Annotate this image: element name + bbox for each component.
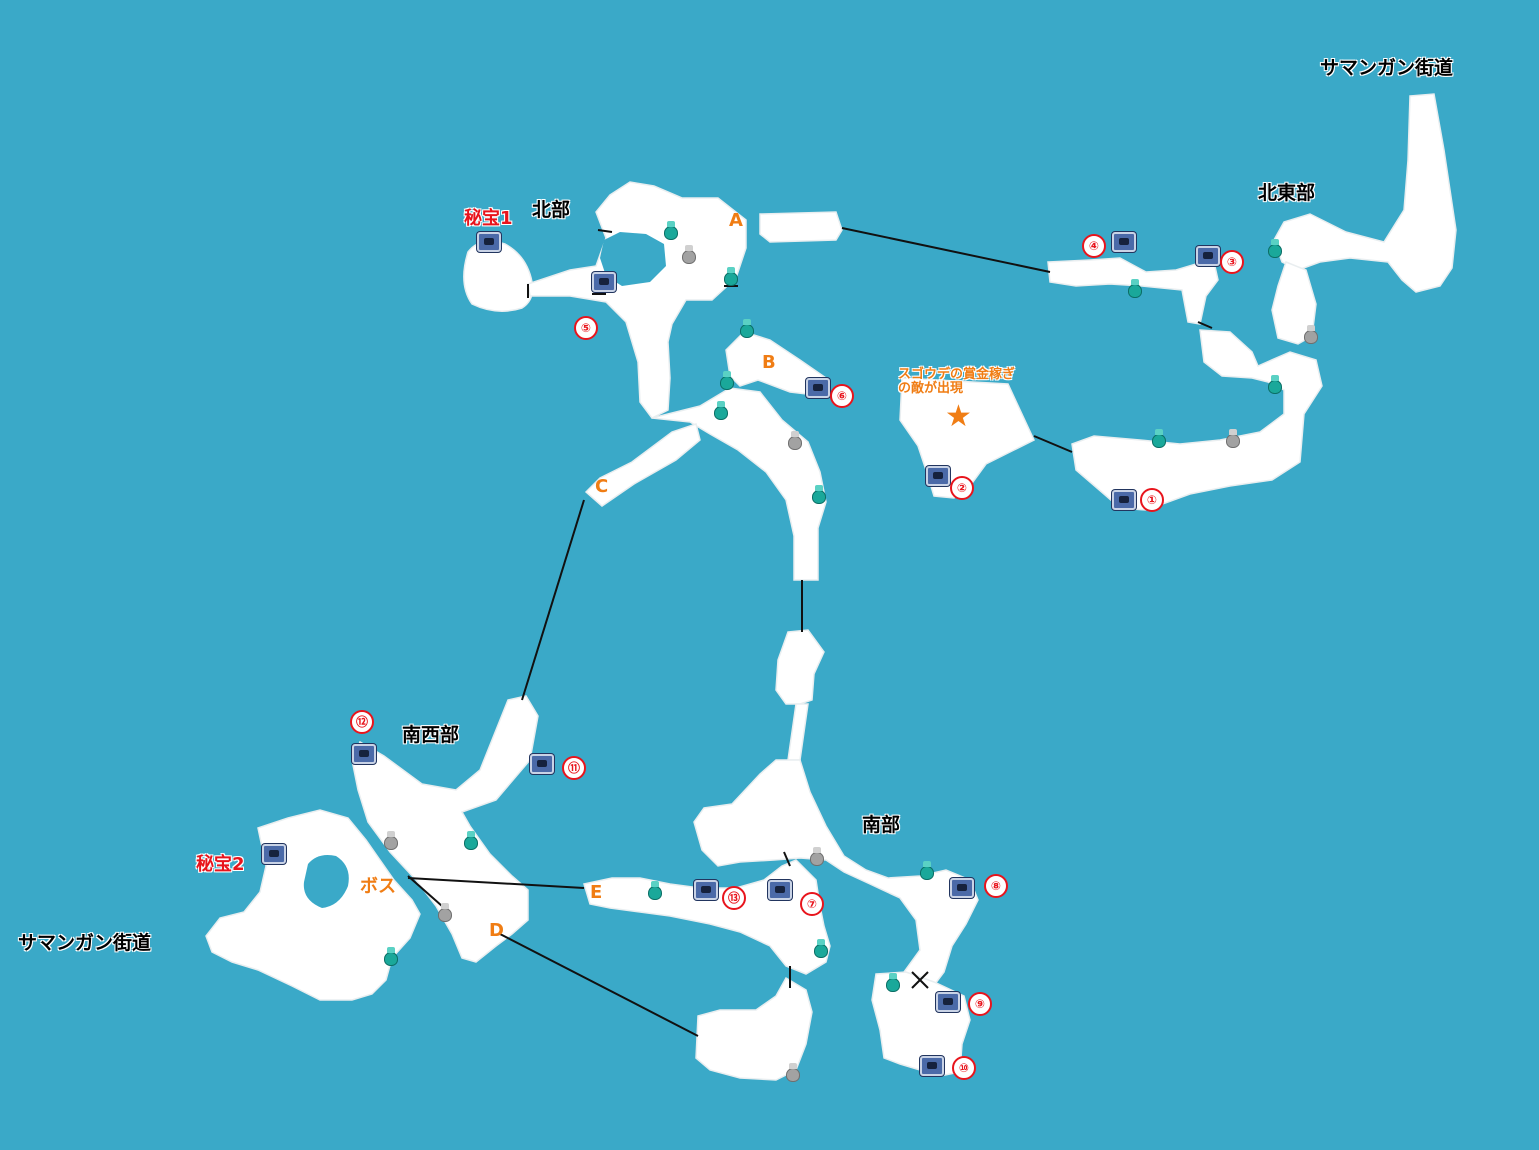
- treasure-chest-icon[interactable]: [1112, 490, 1136, 510]
- material-bag-icon[interactable]: [788, 431, 802, 450]
- herb-bag-icon[interactable]: [814, 939, 828, 958]
- herb-bag-icon[interactable]: [812, 485, 826, 504]
- exit-label-top-right[interactable]: サマンガン街道: [1320, 57, 1454, 79]
- herb-bag-icon[interactable]: [664, 221, 678, 240]
- map-connections: [407, 227, 1073, 1037]
- chest-number-5: ⑤: [574, 316, 598, 340]
- material-bag-icon[interactable]: [1226, 429, 1240, 448]
- herb-bag-icon[interactable]: [920, 861, 934, 880]
- treasure-chest-icon[interactable]: [936, 992, 960, 1012]
- herb-bag-icon[interactable]: [464, 831, 478, 850]
- land-north-passage: [527, 181, 747, 419]
- herb-bag-icon[interactable]: [1152, 429, 1166, 448]
- herb-bag-icon[interactable]: [1128, 279, 1142, 298]
- land-mid-vertical: [775, 629, 825, 705]
- connection-d-south: [499, 933, 699, 1037]
- connection-c-southwest: [521, 499, 585, 701]
- land-room-e-corridor: [583, 859, 831, 975]
- treasure-chest-icon[interactable]: [768, 880, 792, 900]
- chest-number-7: ⑦: [800, 892, 824, 916]
- connection-a-northeast: [841, 227, 1051, 273]
- boss-label: ボス: [360, 876, 396, 897]
- chest-number-9: ⑨: [968, 992, 992, 1016]
- chest-number-13: ⑬: [722, 886, 746, 910]
- bounty-note-line-1: スゴウデの賞金稼ぎ: [898, 367, 1016, 382]
- material-bag-icon[interactable]: [384, 831, 398, 850]
- chest-number-12: ⑫: [350, 710, 374, 734]
- material-bag-icon[interactable]: [682, 245, 696, 264]
- herb-bag-icon[interactable]: [886, 973, 900, 992]
- link-point-a: A: [729, 210, 743, 231]
- link-point-b: B: [762, 352, 776, 373]
- chest-number-11: ⑪: [562, 756, 586, 780]
- land-south-lower-room: [695, 976, 813, 1081]
- material-bag-icon[interactable]: [1304, 325, 1318, 344]
- treasure-chest-icon[interactable]: [530, 754, 554, 774]
- land-mid-neck: [787, 703, 809, 761]
- herb-bag-icon[interactable]: [384, 947, 398, 966]
- treasure-chest-icon[interactable]: [950, 878, 974, 898]
- land-room-a: [759, 211, 843, 243]
- secret-treasure-label-2: 秘宝2: [196, 854, 245, 875]
- land-south-hub: [693, 759, 979, 989]
- map-doors: [527, 229, 1213, 989]
- chest-number-2: ②: [950, 476, 974, 500]
- area-label-northeast: 北東部: [1258, 182, 1316, 204]
- land-room-c: [584, 423, 701, 507]
- treasure-chest-icon[interactable]: [262, 844, 286, 864]
- connection-boss-d: [407, 875, 443, 907]
- herb-bag-icon[interactable]: [724, 267, 738, 286]
- link-point-c: C: [595, 476, 609, 497]
- herb-bag-icon[interactable]: [1268, 239, 1282, 258]
- chest-number-4: ④: [1082, 234, 1106, 258]
- land-southwest-boss-room: [205, 809, 421, 1001]
- treasure-chest-icon[interactable]: [926, 466, 950, 486]
- land-northeast-descent: [1271, 261, 1317, 345]
- material-bag-icon[interactable]: [786, 1063, 800, 1082]
- herb-bag-icon[interactable]: [1268, 375, 1282, 394]
- treasure-chest-icon[interactable]: [806, 378, 830, 398]
- treasure-chest-icon[interactable]: [477, 232, 501, 252]
- material-bag-icon[interactable]: [438, 903, 452, 922]
- connection-boss-e: [407, 877, 585, 889]
- chest-number-3: ③: [1220, 250, 1244, 274]
- area-label-southwest: 南西部: [402, 724, 460, 746]
- exit-label-left[interactable]: サマンガン街道: [18, 932, 152, 954]
- herb-bag-icon[interactable]: [714, 401, 728, 420]
- treasure-chest-icon[interactable]: [920, 1056, 944, 1076]
- chest-number-6: ⑥: [830, 384, 854, 408]
- material-bag-icon[interactable]: [810, 847, 824, 866]
- land-northeast-top: [1273, 93, 1457, 293]
- secret-treasure-label-1: 秘宝1: [464, 208, 513, 229]
- land-north-inner-loop: [600, 232, 666, 286]
- connection-bounty-northeast: [1033, 435, 1073, 453]
- herb-bag-icon[interactable]: [740, 319, 754, 338]
- land-boss-room-hole: [303, 855, 349, 908]
- treasure-chest-icon[interactable]: [1112, 232, 1136, 252]
- bounty-note-line-2: の敵が出現: [898, 381, 964, 396]
- chest-number-10: ⑩: [952, 1056, 976, 1080]
- treasure-chest-icon[interactable]: [694, 880, 718, 900]
- link-point-d: D: [489, 920, 504, 941]
- herb-bag-icon[interactable]: [720, 371, 734, 390]
- treasure-chest-icon[interactable]: [592, 272, 616, 292]
- chest-number-1: ①: [1140, 488, 1164, 512]
- chest-number-8: ⑧: [984, 874, 1008, 898]
- treasure-chest-icon[interactable]: [1196, 246, 1220, 266]
- treasure-chest-icon[interactable]: [352, 744, 376, 764]
- land-northeast-room-lower: [1071, 329, 1323, 511]
- star-icon: ★: [945, 399, 972, 434]
- herb-bag-icon[interactable]: [648, 881, 662, 900]
- link-point-e: E: [590, 882, 603, 903]
- land-center-corridor: [651, 387, 827, 581]
- area-label-north: 北部: [532, 199, 571, 221]
- land-northeast-room-4: [1047, 257, 1219, 325]
- area-label-south: 南部: [862, 814, 901, 836]
